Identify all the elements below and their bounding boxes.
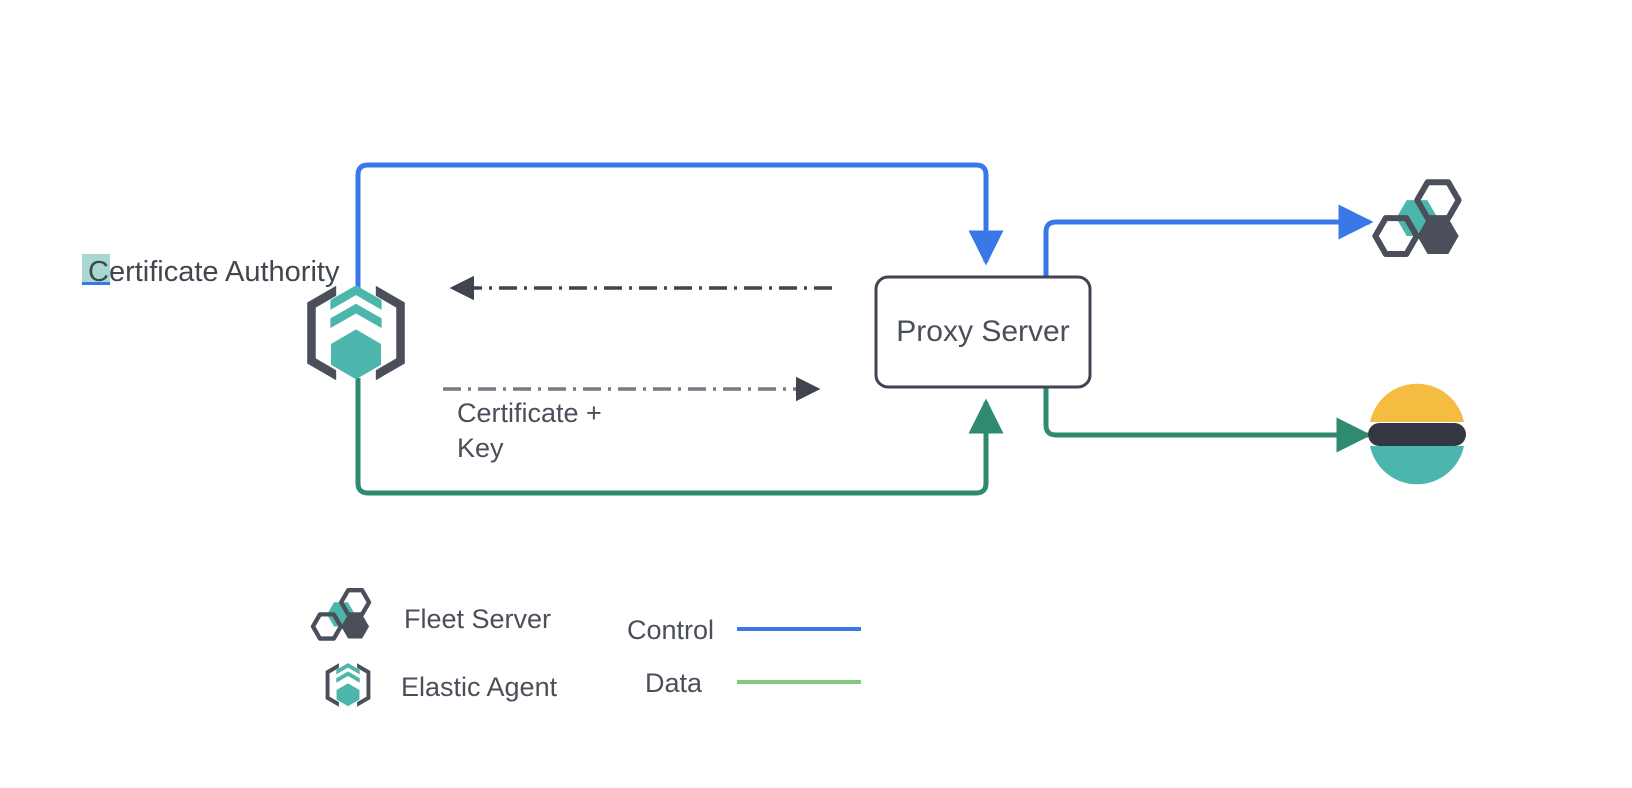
fleet-server-icon (1372, 179, 1462, 257)
legend-fleet-server-icon (310, 588, 372, 641)
data-edge-ca-to-proxy (355, 378, 1004, 496)
legend-elastic-agent-icon (325, 663, 371, 707)
elastic-agent-icon (307, 285, 405, 381)
legend-fleet-server-label: Fleet Server (404, 604, 551, 634)
certificate-key-label-line2: Key (457, 433, 504, 463)
elasticsearch-teal-arc (1370, 446, 1464, 485)
elasticsearch-dark-bar (1368, 423, 1466, 446)
legend-control-label: Control (627, 615, 714, 645)
ca-label-selection-highlight (82, 254, 110, 284)
control-edge-proxy-to-fleet (1043, 204, 1374, 282)
certificate-authority-label: Certificate Authority (88, 256, 340, 288)
elasticsearch-icon (1368, 383, 1466, 485)
legend-data-label: Data (645, 668, 703, 698)
elasticsearch-yellow-arc (1370, 383, 1464, 422)
control-edge-ca-to-proxy (355, 162, 1004, 295)
data-edge-proxy-to-elasticsearch (1043, 380, 1372, 453)
proxy-server-box[interactable] (874, 275, 1092, 389)
ca-label-underline (82, 282, 110, 285)
proxy-server-label: Proxy Server (896, 315, 1069, 348)
legend-elastic-agent-label: Elastic Agent (401, 672, 558, 702)
certificate-key-label-line1: Certificate + (457, 398, 602, 428)
